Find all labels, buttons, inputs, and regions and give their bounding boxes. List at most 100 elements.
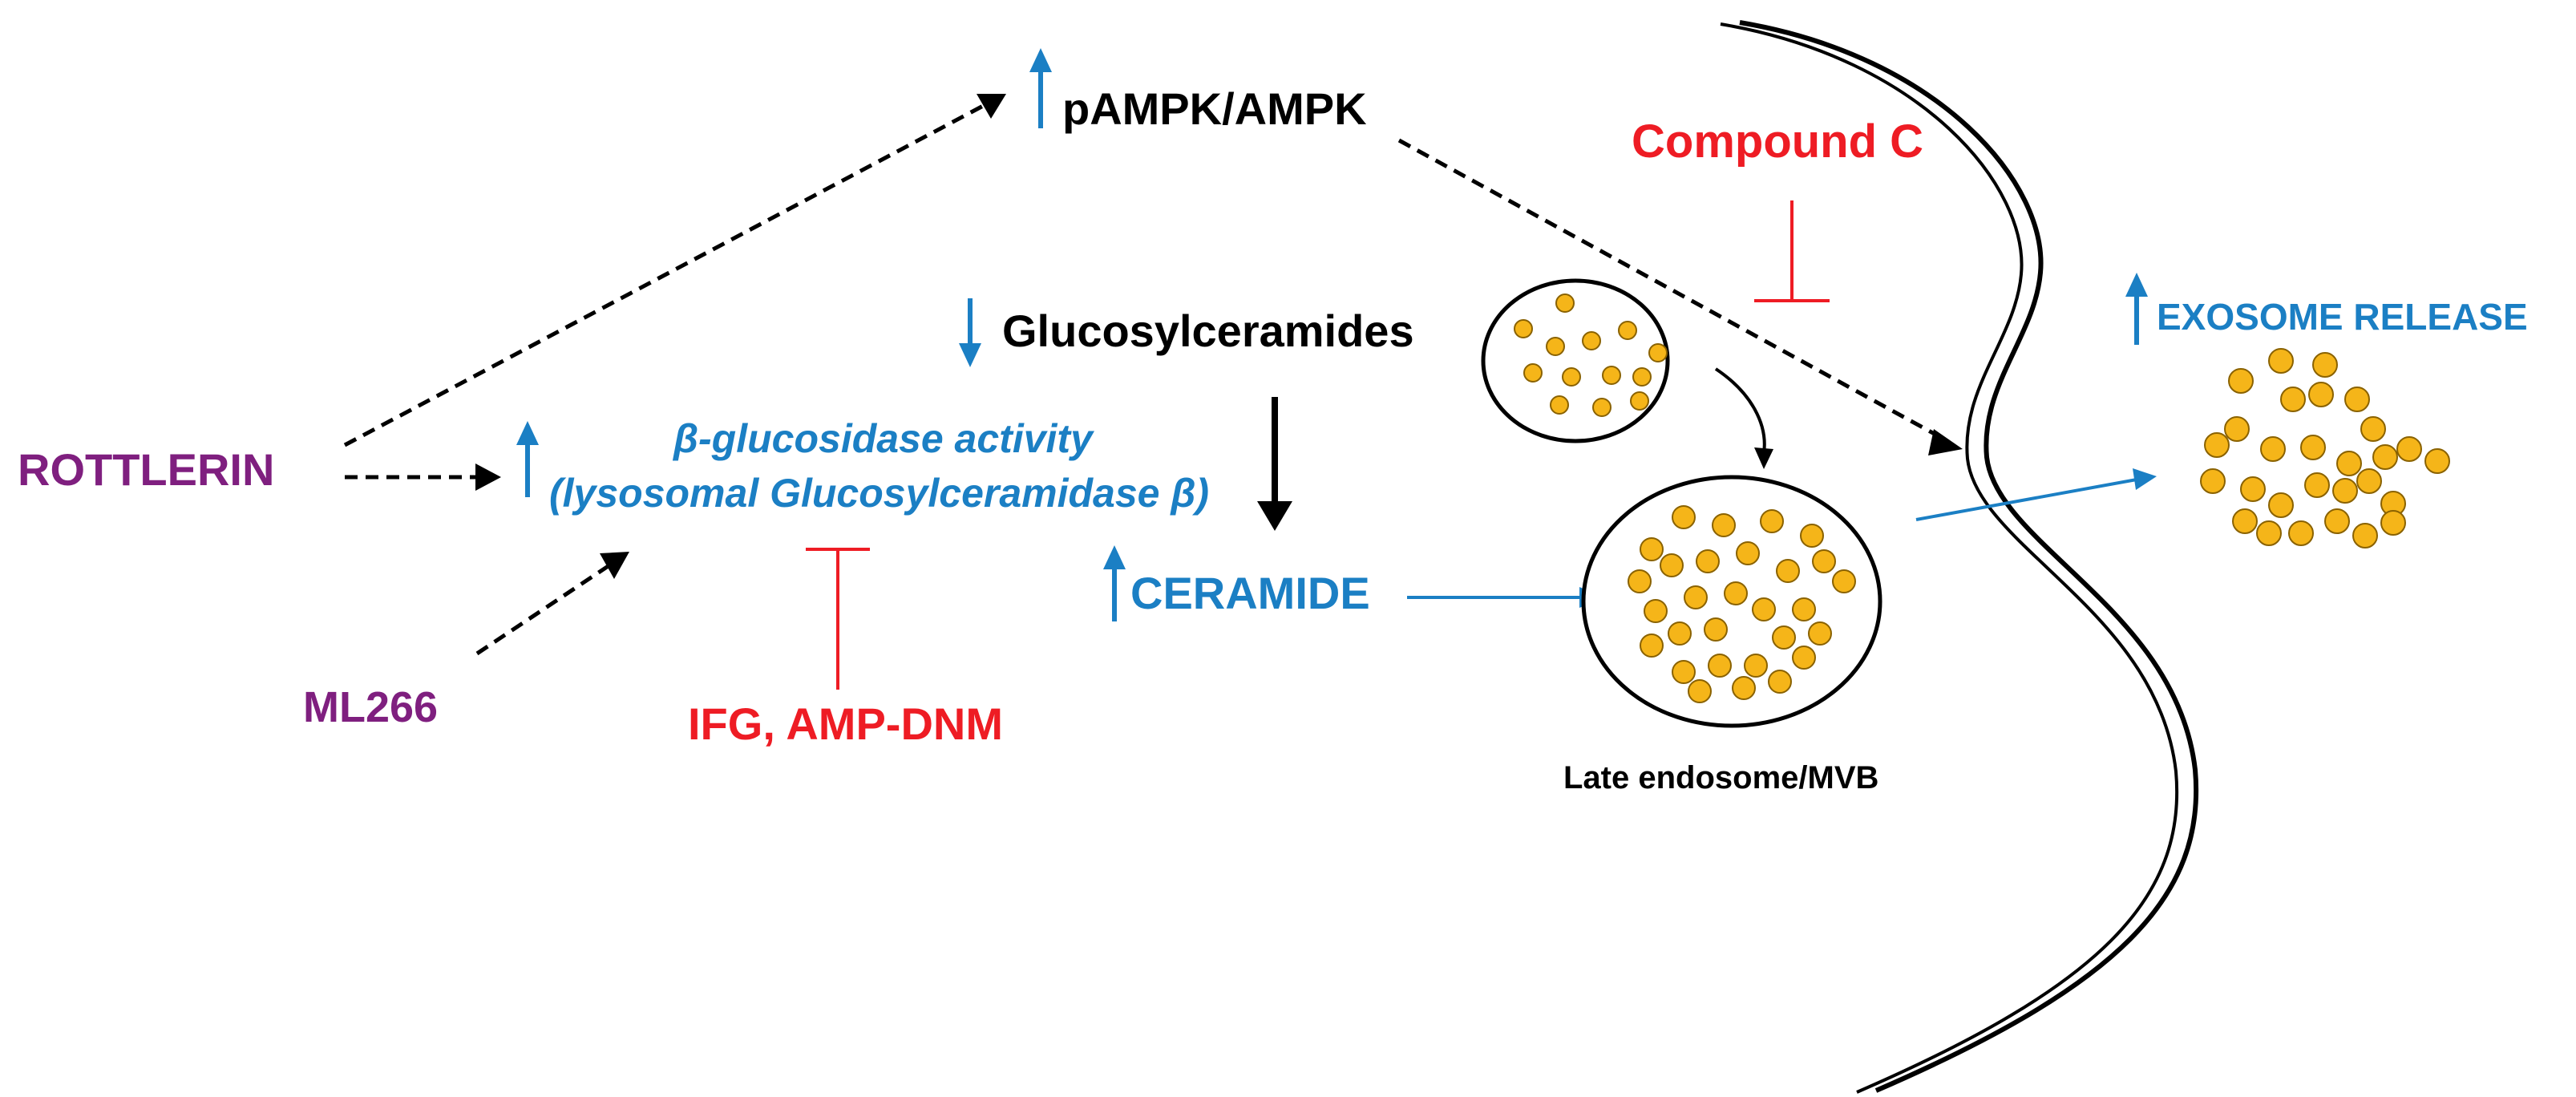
exosome-dot [2256,520,2282,546]
exosome-dot [2232,508,2258,534]
exosome-dot [2352,523,2378,548]
small-vesicle-dot [1618,321,1637,340]
exosome-dot [2308,382,2334,407]
endosome-vesicle-dot [1712,513,1736,537]
small-vesicle-dot [1562,367,1581,387]
endosome-vesicle-dot [1792,597,1816,621]
arrowhead-pampk [977,94,1006,119]
exosome-dot [2300,435,2326,460]
arrow-pampk-to-membrane [1397,138,1942,439]
glucosylceramidase-label: (lysosomal Glucosylceramidase β) [549,471,1210,516]
exosome-dot [2204,432,2230,458]
endosome-vesicle-dot [1672,505,1696,529]
exosome-dot [2344,387,2370,412]
down-arrow-glucosylceramides-icon [959,298,981,367]
up-arrow-glucosidase-icon [516,421,539,497]
endosome-vesicle-dot [1704,617,1728,642]
endosome-vesicle-dot [1688,679,1712,703]
endosome-vesicle-dot [1640,634,1664,658]
endosome-vesicle-dot [1772,625,1796,650]
exosome-dot [2396,436,2422,462]
endosome-vesicle-dot [1732,676,1756,700]
late-endosome-label: Late endosome/MVB [1563,760,1879,795]
small-vesicle-dot [1648,343,1668,362]
small-vesicle-dot [1630,391,1649,411]
endosome-vesicle-dot [1800,524,1824,548]
endosome-vesicle-dot [1696,549,1720,573]
exosome-dot [2380,510,2406,536]
dashed-arrow-heads [475,94,1963,579]
arrowhead-glucosidase [475,463,501,491]
arrowhead-membrane [1928,429,1963,455]
endosome-vesicle-dot [1672,660,1696,684]
exosome-dot [2332,478,2358,504]
exosome-release-label: EXOSOME RELEASE [2157,296,2528,338]
exosome-dot [2304,472,2330,498]
ml266-label: ML266 [303,683,439,731]
arrow-endosome-to-exosomes [1915,478,2137,521]
arrow-glucosylceramides-to-ceramide [1257,397,1292,531]
endosome-vesicle-dot [1736,541,1760,565]
exosome-dot [2240,476,2266,502]
late-endosome [1581,475,1882,728]
exosome-dot [2200,468,2226,494]
plasma-membrane [1720,20,2199,1094]
inhibition-ifg [806,548,870,690]
small-vesicle-dot [1602,366,1621,385]
beta-glucosidase-label: β-glucosidase activity [673,416,1093,461]
small-vesicle-dot [1555,293,1575,313]
ifg-amp-dnm-label: IFG, AMP-DNM [688,698,1003,749]
arrow-ml266-to-glucosidase [475,563,611,656]
small-vesicle [1481,278,1670,443]
exosome-dot [2372,444,2398,470]
endosome-vesicle-dot [1644,599,1668,623]
exosome-dot [2268,492,2294,518]
endosome-vesicle-dot [1724,581,1748,605]
endosome-vesicle-dot [1752,597,1776,621]
endosome-vesicle-dot [1628,569,1652,593]
exosome-dot [2224,416,2250,442]
ceramide-label: CERAMIDE [1130,568,1370,618]
endosome-vesicle-dot [1776,559,1800,583]
up-arrow-pampk-icon [1029,48,1052,128]
endosome-vesicle-dot [1660,553,1684,577]
endosome-vesicle-dot [1832,569,1856,593]
exosome-dot [2324,508,2350,534]
endosome-vesicle-dot [1808,621,1832,646]
endosome-vesicle-dot [1768,670,1792,694]
exosome-dot [2336,451,2362,476]
small-vesicle-dot [1582,331,1601,350]
exosome-dot [2424,448,2450,474]
inhibition-compound-c [1754,200,1830,302]
exosome-dot [2360,416,2386,442]
exosome-dot [2356,468,2382,494]
dashed-arrows [343,102,1942,656]
small-vesicle-dot [1632,367,1652,387]
compound-c-label: Compound C [1632,115,1924,168]
exosome-dot [2260,436,2286,462]
rottlerin-label: ROTTLERIN [18,444,275,495]
exosome-dot [2280,387,2306,412]
arrow-vesicle-to-endosome [1714,367,1773,469]
small-vesicle-dot [1546,337,1565,356]
small-vesicle-dot [1514,319,1533,338]
small-vesicle-dot [1550,395,1569,415]
endosome-vesicle-dot [1640,537,1664,561]
endosome-vesicle-dot [1792,646,1816,670]
up-arrow-ceramide-icon [1103,545,1126,621]
endosome-vesicle-dot [1708,654,1732,678]
small-vesicle-dot [1523,363,1543,383]
endosome-vesicle-dot [1744,654,1768,678]
endosome-vesicle-dot [1760,509,1784,533]
arrow-rottlerin-to-pampk [343,102,988,447]
endosome-vesicle-dot [1684,585,1708,609]
up-arrow-exosome-icon [2125,273,2148,345]
small-vesicle-dot [1592,398,1612,417]
endosome-vesicle-dot [1812,549,1836,573]
released-exosomes [2200,348,2450,548]
exosome-dot [2312,352,2338,378]
glucosylceramides-label: Glucosylceramides [1002,306,1414,356]
exosome-dot [2288,520,2314,546]
